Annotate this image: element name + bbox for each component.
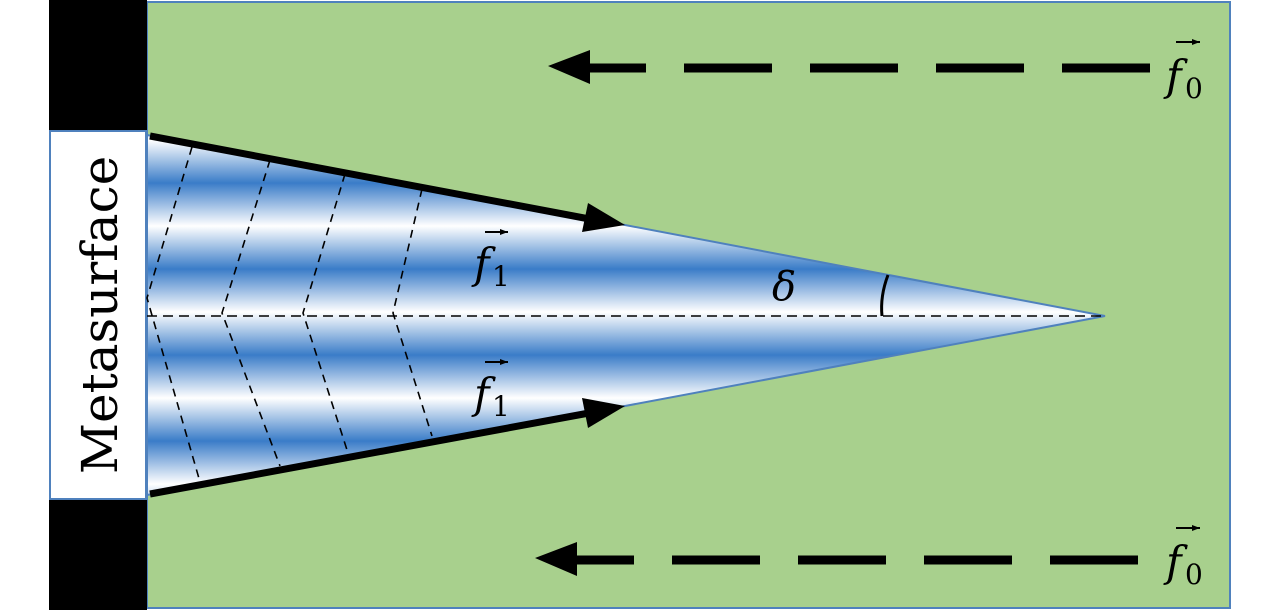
wavefront-line xyxy=(221,159,281,467)
vector-subscript: 0 xyxy=(1185,72,1203,105)
absorber-top xyxy=(49,0,147,130)
incident-arrowhead-top xyxy=(548,50,590,84)
vector-subscript: 1 xyxy=(492,390,510,423)
metasurface-label: Metasurface xyxy=(71,156,129,474)
absorber-bottom xyxy=(49,500,147,610)
boundary-arrow-bottom xyxy=(149,407,601,498)
vector-subscript: 0 xyxy=(1185,558,1203,591)
wavefront-line xyxy=(392,188,433,437)
incident-arrowhead-bottom xyxy=(535,542,577,576)
boundary-arrowhead-top xyxy=(582,203,625,232)
boundary-arrow-top xyxy=(149,132,601,225)
boundary-arrowhead-bottom xyxy=(582,398,625,428)
metasurface-panel xyxy=(49,130,147,500)
angle-label: δ xyxy=(772,264,796,310)
vector-label-f1-bottom: f 1 xyxy=(471,359,510,423)
wavefront-group xyxy=(146,146,433,483)
wavefront-line xyxy=(302,173,349,454)
wavefront-line xyxy=(146,146,201,483)
incident-arrow-top xyxy=(548,50,1150,84)
incident-arrow-bottom xyxy=(535,542,1138,576)
vector-subscript: 1 xyxy=(492,260,510,293)
vector-label-f0-bottom: f 0 xyxy=(1163,525,1203,591)
angle-arc xyxy=(880,274,890,317)
